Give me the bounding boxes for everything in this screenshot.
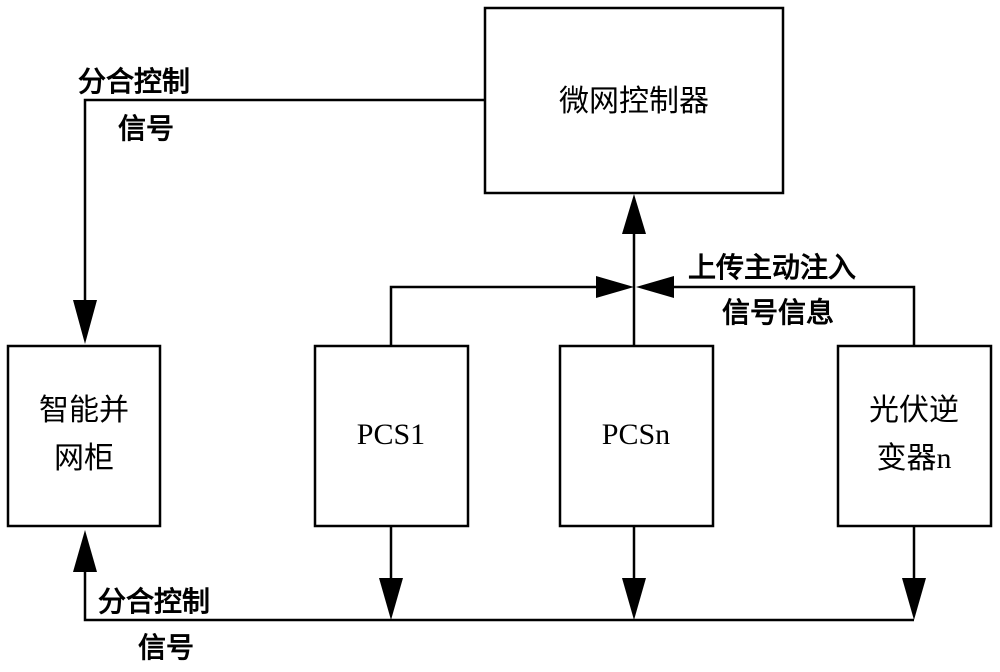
pcsn-down-arrowhead: [622, 578, 646, 620]
controller-label: 微网控制器: [559, 85, 709, 118]
controller-box: [483, 6, 785, 195]
top-switch-label-line2: 信号: [118, 112, 174, 145]
grid-cabinet-box: [6, 344, 162, 528]
pcs1-label: PCS1: [357, 418, 425, 451]
top-switch-label-line1: 分合控制: [78, 65, 190, 98]
pv-upload-wire: [672, 285, 916, 346]
bottom-switch-label-line1: 分合控制: [98, 585, 210, 618]
pcs1-upload-wire: [389, 285, 598, 346]
pv-inverter-label-line1: 光伏逆: [869, 394, 959, 427]
top-control-wire: [83, 98, 485, 305]
pv-inverter-label-line2: 变器n: [877, 442, 952, 475]
upload-label-line1: 上传主动注入: [688, 251, 856, 284]
pcsn-label: PCSn: [602, 418, 670, 451]
grid-cabinet-label-line2: 网柜: [54, 442, 114, 475]
grid-cabinet-label-line1: 智能并: [39, 394, 129, 427]
pcs1-upload-arrowhead: [596, 276, 634, 298]
pcsn-box: [558, 344, 715, 528]
pcs1-down-arrowhead: [379, 578, 403, 620]
pv-down-arrowhead: [902, 578, 926, 620]
pcs1-box: [313, 344, 470, 528]
bottom-control-wire: [83, 568, 914, 622]
bottom-control-arrowhead: [73, 530, 97, 572]
bottom-switch-label-line2: 信号: [138, 631, 194, 664]
upload-label-line2: 信号信息: [722, 296, 834, 329]
controller-upload-arrowhead: [622, 194, 646, 234]
top-control-arrowhead: [73, 300, 97, 344]
pv-inverter-box: [836, 344, 993, 528]
pv-upload-arrowhead: [636, 276, 674, 298]
